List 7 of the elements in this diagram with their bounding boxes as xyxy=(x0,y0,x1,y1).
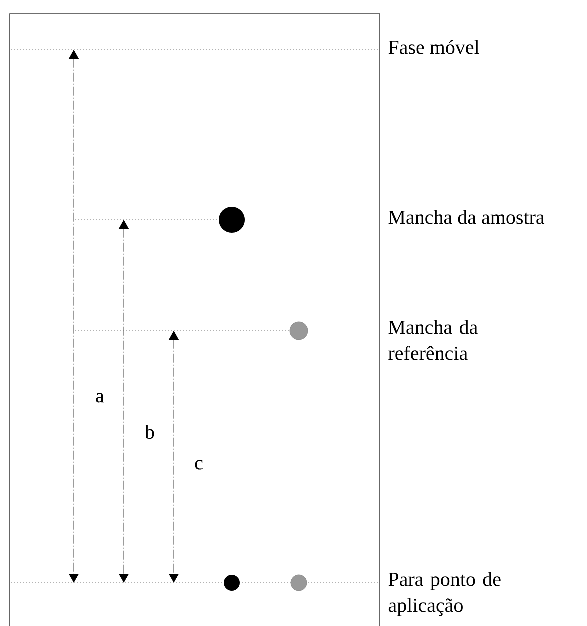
distance-label: b xyxy=(145,424,154,440)
line-label: Mancha da referência xyxy=(388,320,478,360)
line-label: Fase móvel xyxy=(388,40,480,54)
line-label: Mancha da amostra xyxy=(388,210,545,224)
line-label: Para ponto de aplicação xyxy=(388,572,501,616)
distance-label: c xyxy=(195,460,203,470)
distance-label: a xyxy=(96,393,104,403)
